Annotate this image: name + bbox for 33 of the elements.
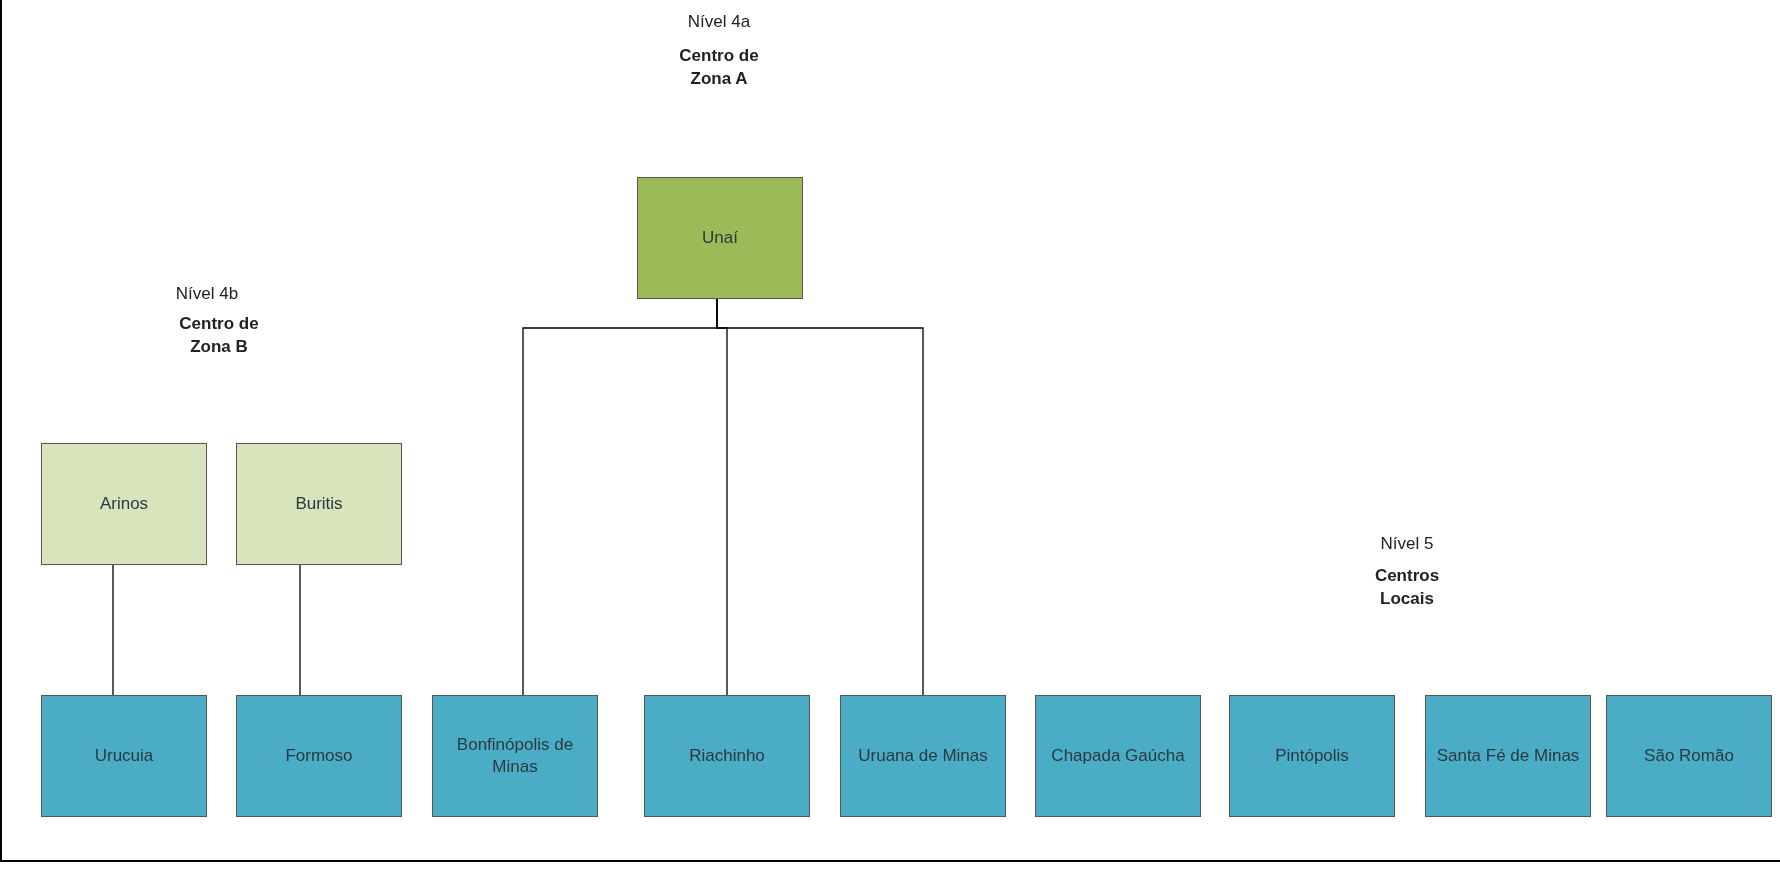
level-label: Nível 5 [1379,533,1435,555]
place-box [236,443,402,565]
place-box [1425,695,1591,817]
place-box [840,695,1006,817]
place-name: Santa Fé de Minas [1436,745,1580,767]
place-box [1229,695,1395,817]
place-box [432,695,598,817]
place-name: Unaí [702,227,738,249]
level-heading: Centro de Zona A [678,45,760,90]
place-name: Pintópolis [1275,745,1349,767]
connector-line [299,564,301,696]
place-box [644,695,810,817]
place-box [236,695,402,817]
place-name: Bonfinópolis de Minas [455,734,575,778]
connector-line [112,564,114,696]
level-label: Nível 4b [174,283,240,305]
place-box [637,177,803,299]
place-name: São Romão [1644,745,1734,767]
place-box [41,443,207,565]
connector-line [716,298,924,696]
level-label: Nível 4a [686,11,752,33]
place-name: Buritis [295,493,343,515]
place-name: Arinos [99,493,149,515]
place-box [41,695,207,817]
place-name: Chapada Gaúcha [1051,745,1185,767]
place-name: Formoso [285,745,353,767]
place-box [1606,695,1772,817]
place-name: Uruana de Minas [858,745,988,767]
place-box [1035,695,1201,817]
place-name: Riachinho [689,745,765,767]
level-heading: Centros Locais [1373,565,1441,610]
level-heading: Centro de Zona B [178,313,260,358]
place-name: Urucuia [94,745,154,767]
